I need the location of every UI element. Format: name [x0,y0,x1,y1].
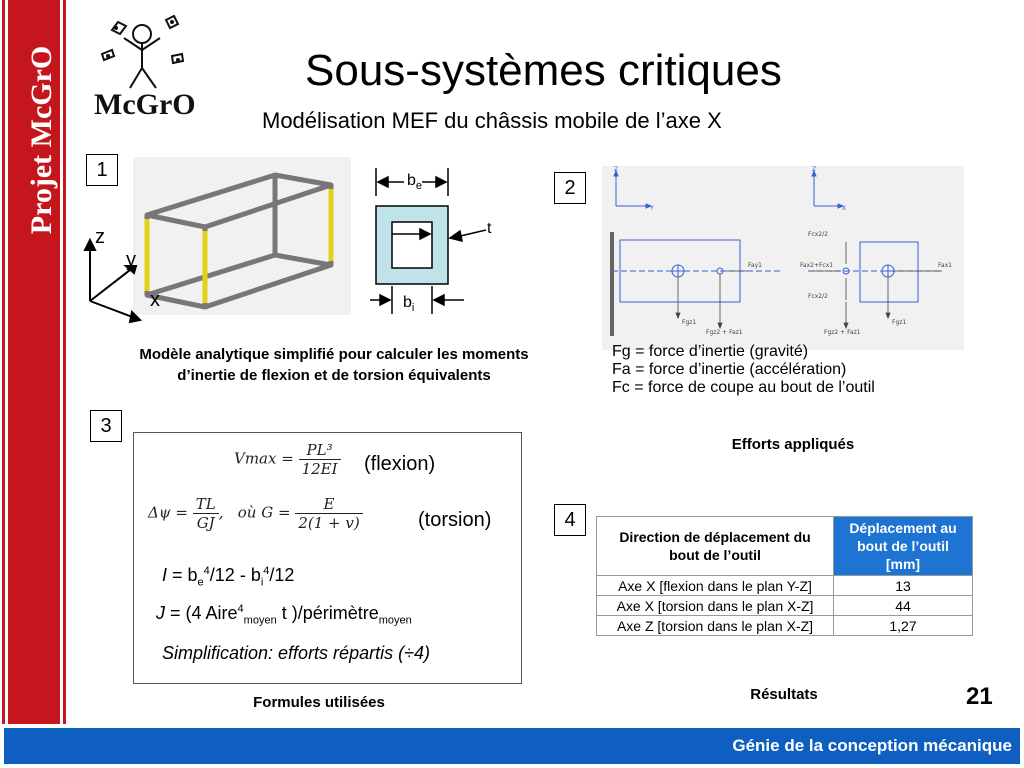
hollow-section-drawing [370,168,487,314]
page-title: Sous-systèmes critiques [305,46,782,95]
table-cell: Axe X [flexion dans le plan Y-Z] [596,575,834,596]
section-3-caption: Formules utilisées [253,694,385,711]
table-header-direction: Direction de déplacement du bout de l’ou… [596,516,834,576]
svg-text:Fgz2 + Faz1: Fgz2 + Faz1 [824,329,861,336]
page-number: 21 [966,683,993,710]
torsion-label: (torsion) [418,509,492,531]
dim-t-label: t [487,220,492,237]
table-cell: 1,27 [833,615,973,636]
logo-text: McGrO [94,88,196,121]
section-4-number: 4 [554,504,586,536]
forces-diagram-drawing: Z Y Z X Fay1 Fgz1 Fgz2 + Faz1 Fcx2/2 Fax… [610,166,952,336]
legend-fa: Fa = force d’inertie (accélération) [612,361,847,378]
section-2-caption: Efforts appliqués [731,436,855,453]
table-row: Axe X [torsion dans le plan X-Z] 44 [596,595,973,616]
table-cell: Axe Z [torsion dans le plan X-Z] [596,615,834,636]
svg-text:X: X [842,205,846,212]
svg-text:Z: Z [812,166,816,173]
sidebar-stripe: Projet McGrO [2,0,66,724]
section-4-caption: Résultats [750,686,818,703]
svg-text:Fax1: Fax1 [938,262,952,269]
project-label: Projet McGrO [25,45,58,235]
inertia-i-formula: I = be4/12 - bi4/12 [162,565,295,589]
inertia-j-formula: J = (4 Aire4moyen t )/périmètremoyen [156,603,412,627]
results-table: Direction de déplacement du bout de l’ou… [596,516,973,636]
mcgro-logo: McGrO [92,8,196,124]
simplification-text: Simplification: efforts répartis (÷4) [162,643,430,663]
svg-text:Fcx2/2: Fcx2/2 [808,293,828,300]
table-cell: 13 [833,575,973,596]
dim-be-label: be [407,172,423,193]
svg-text:Fgz2 + Faz1: Fgz2 + Faz1 [706,329,743,336]
svg-text:Z: Z [614,166,618,173]
forces-diagram: Z Y Z X Fay1 Fgz1 Fgz2 + Faz1 Fcx2/2 Fax… [602,166,964,350]
legend-fc: Fc = force de coupe au bout de l’outil [612,379,875,396]
section-2-number: 2 [554,172,586,204]
table-header-displacement: Déplacement au bout de l’outil [mm] [833,516,973,576]
svg-text:Fgz1: Fgz1 [892,319,906,326]
section-3-number: 3 [90,410,122,442]
section-1-caption: Modèle analytique simplifié pour calcule… [139,346,529,384]
table-header-row: Direction de déplacement du bout de l’ou… [596,516,973,576]
svg-text:Fcx2/2: Fcx2/2 [808,231,828,238]
legend-fg: Fg = force d’inertie (gravité) [612,343,809,360]
axis-y-label: y [126,249,136,271]
svg-text:Y: Y [649,205,654,212]
footer-text: Génie de la conception mécanique [732,736,1012,755]
table-row: Axe Z [torsion dans le plan X-Z] 1,27 [596,615,973,636]
logo-figure-icon [100,14,185,89]
axes-triad-icon [83,237,143,324]
table-cell: Axe X [torsion dans le plan X-Z] [596,595,834,616]
section-1-number: 1 [86,154,118,186]
table-cell: 44 [833,595,973,616]
dim-bi-label: bi [403,294,415,315]
flexion-label: (flexion) [364,453,436,475]
frame-3d-drawing [144,172,334,310]
axis-x-label: x [150,289,160,311]
axis-z-label: z [95,226,105,248]
table-row: Axe X [flexion dans le plan Y-Z] 13 [596,575,973,596]
svg-text:Fay1: Fay1 [748,262,762,269]
svg-text:Fax2+Fcx1: Fax2+Fcx1 [800,262,833,269]
footer-bar: Génie de la conception mécanique [4,728,1020,764]
frame-3d-model [133,157,351,315]
svg-text:Fgz1: Fgz1 [682,319,696,326]
forces-legend: Fg = force d’inertie (gravité) Fa = forc… [612,343,875,397]
page-subtitle: Modélisation MEF du châssis mobile de l’… [262,108,722,133]
sidebar: Projet McGrO [0,0,72,724]
